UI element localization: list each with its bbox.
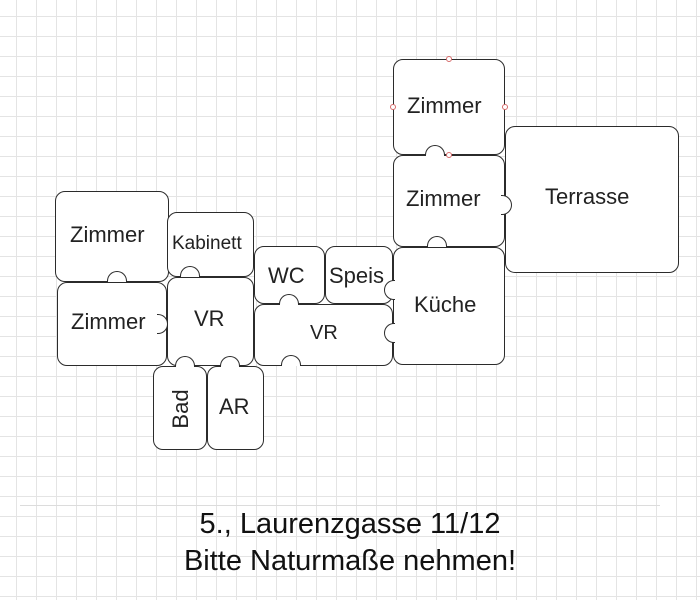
selection-handle-right[interactable] [502, 104, 508, 110]
room-kabinett: Kabinett [167, 212, 254, 277]
room-vr-left: VR [167, 277, 254, 366]
room-bad: Bad [153, 366, 207, 450]
room-label-wc: WC [268, 263, 305, 288]
room-zimmer-left-bottom: Zimmer [57, 282, 167, 366]
room-label-vr-middle: VR [310, 322, 338, 344]
room-label-zimmer-left-top: Zimmer [70, 222, 145, 247]
footer-divider [20, 505, 660, 506]
selection-handle-bottom[interactable] [446, 152, 452, 158]
room-label-zimmer-top: Zimmer [407, 93, 482, 118]
room-zimmer-middle: Zimmer [393, 155, 505, 247]
room-ar: AR [207, 366, 264, 450]
room-speis: Speis [325, 246, 393, 304]
room-label-zimmer-middle: Zimmer [406, 186, 481, 211]
room-label-kueche: Küche [414, 292, 477, 317]
footer-address: 5., Laurenzgasse 11/12 [199, 508, 501, 540]
room-label-speis: Speis [329, 263, 385, 288]
room-kueche: Küche [393, 247, 505, 365]
room-zimmer-top: Zimmer [393, 59, 505, 155]
selection-handle-top[interactable] [446, 56, 452, 62]
room-terrasse: Terrasse [505, 126, 679, 273]
room-label-vr-left: VR [194, 306, 225, 331]
room-zimmer-left-top: Zimmer [55, 191, 169, 282]
room-label-zimmer-left-bottom: Zimmer [71, 309, 146, 334]
room-vr-middle: VR [254, 304, 393, 366]
room-label-kabinett: Kabinett [172, 233, 242, 254]
room-label-bad: Bad [168, 389, 193, 429]
selection-handle-left[interactable] [390, 104, 396, 110]
room-label-ar: AR [219, 394, 250, 419]
footer-note: Bitte Naturmaße nehmen! [183, 545, 517, 577]
room-label-terrasse: Terrasse [545, 184, 630, 209]
